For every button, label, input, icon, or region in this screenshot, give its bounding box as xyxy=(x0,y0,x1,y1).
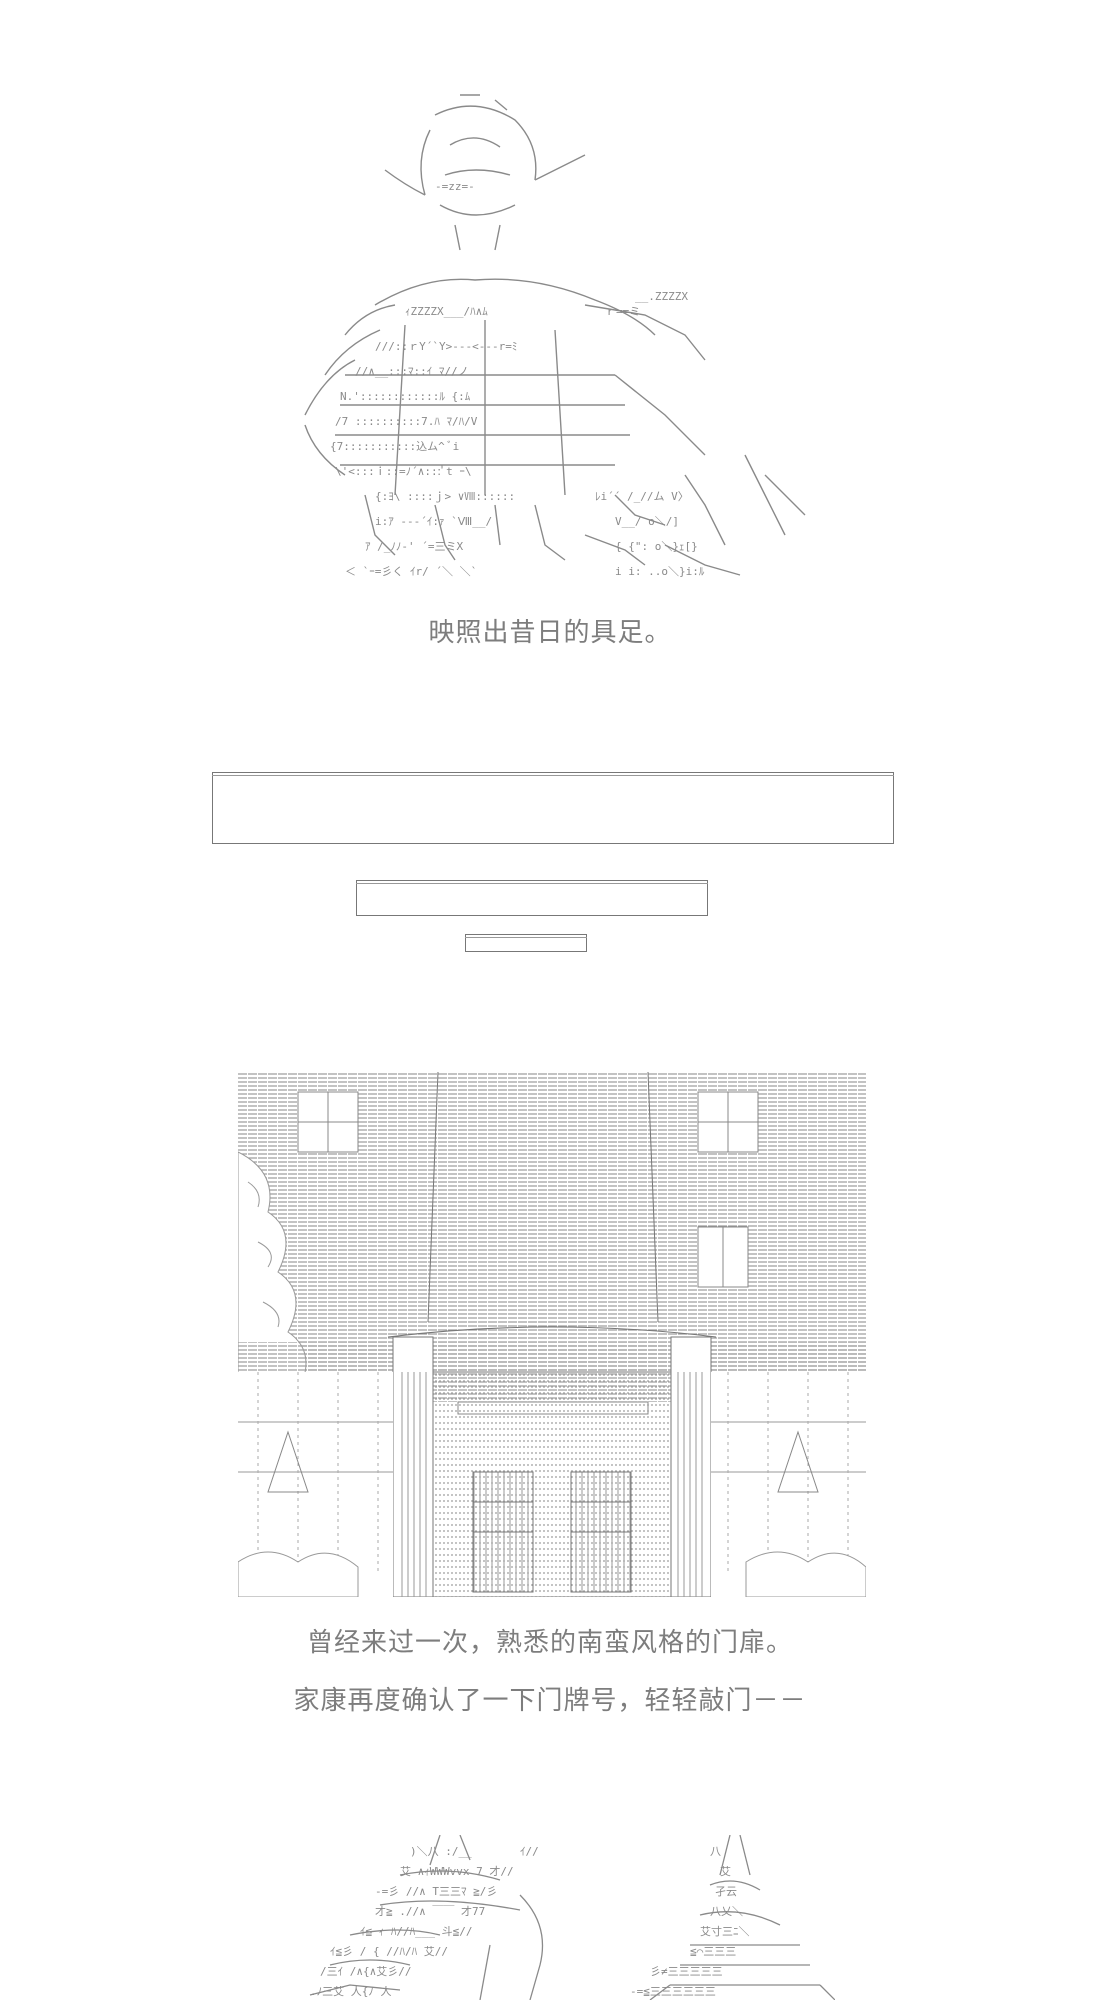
svg-text:{:ﾖ\ ::::ｊ> ∨Ⅷ::::::: {:ﾖ\ ::::ｊ> ∨Ⅷ:::::: xyxy=(375,490,515,503)
frame-box-small xyxy=(465,934,587,952)
svg-text:才≧ .//∧ ￣￣ 才77: 才≧ .//∧ ￣￣ 才77 xyxy=(375,1904,485,1918)
svg-text:__.ZZZZX: __.ZZZZX xyxy=(635,290,688,303)
svg-text:≦⌒三三三: ≦⌒三三三 xyxy=(690,1945,736,1958)
svg-text:i:ｱ ---´ｲ:ｧ `Ⅷ__/: i:ｱ ---´ｲ:ｧ `Ⅷ__/ xyxy=(375,515,492,528)
svg-text:\'<:::ｉ::=ﾉ´∧:::ﾟt ｰ\: \'<:::ｉ::=ﾉ´∧:::ﾟt ｰ\ xyxy=(335,465,472,478)
svg-text:ﾚi´´ /_//ム V〉: ﾚi´´ /_//ム V〉 xyxy=(595,490,689,503)
svg-text:ｲ//: ｲ// xyxy=(520,1845,539,1858)
svg-text:艾: 艾 xyxy=(720,1865,731,1878)
svg-text:-=zz=-: -=zz=- xyxy=(435,180,475,193)
svg-text:.ﾉ三艾 人{ﾉ 人: .ﾉ三艾 人{ﾉ 人 xyxy=(310,1985,392,1998)
svg-text:)＼八 :/__: )＼八 :/__ xyxy=(410,1845,472,1858)
svg-text:ｱ /_ﾉﾉ-' ´=三ミX: ｱ /_ﾉﾉ-' ´=三ミX xyxy=(365,540,463,553)
svg-text:-=彡 //∧ T三三ﾏ ≧/彡: -=彡 //∧ T三三ﾏ ≧/彡 xyxy=(375,1885,497,1898)
frame-box-medium xyxy=(356,880,708,916)
gate-drawing xyxy=(238,1072,866,1597)
svg-text:ｨZZZZX___/ﾊ∧ﾑ: ｨZZZZX___/ﾊ∧ﾑ xyxy=(405,305,488,318)
svg-text:八乂＼: 八乂＼ xyxy=(710,1905,743,1918)
svg-text:i i: ..o＼}i:ﾙ: i i: ..o＼}i:ﾙ xyxy=(615,565,705,578)
two-figures-art: )＼八 :/__ ｲ// 艾 ∧ｨWWWvvx 7 才// -=彡 //∧ T三… xyxy=(290,1835,835,2000)
caption-knock-line: 家康再度确认了一下门牌号，轻轻敲门－－ xyxy=(293,1686,807,1716)
svg-text:{ {": o＼}ｪ[}: { {": o＼}ｪ[} xyxy=(615,540,698,553)
svg-text:ｲ≦ ｨ ﾊ//ﾊ___ 斗≦//: ｲ≦ ｨ ﾊ//ﾊ___ 斗≦// xyxy=(360,1925,472,1938)
armor-figure-art: -=zz=- ｨZZZZX___/ﾊ∧ﾑ ｒ==ミ __.ZZZZX ///::… xyxy=(285,75,845,590)
two-figures-drawing: )＼八 :/__ ｲ// 艾 ∧ｨWWWvvx 7 才// -=彡 //∧ T三… xyxy=(309,1835,835,2000)
caption-gate-line: 曾经来过一次，熟悉的南蛮风格的门扉。 xyxy=(306,1628,793,1658)
svg-text:八: 八 xyxy=(710,1845,721,1858)
svg-text://∧__:::ﾏ::ｲ ﾏ//ノ: //∧__:::ﾏ::ｲ ﾏ//ノ xyxy=(355,365,469,378)
svg-text:-=≦三三三三三三: -=≦三三三三三三 xyxy=(630,1985,716,1998)
svg-text:艾 ∧ｨWWWvvx 7 才//: 艾 ∧ｨWWWvvx 7 才// xyxy=(400,1864,514,1878)
svg-text:N.'::::::::::::ﾙ {:ﾑ: N.'::::::::::::ﾙ {:ﾑ xyxy=(340,390,471,403)
svg-text:///::ｒY´`Y>---<---r=ﾐ: ///::ｒY´`Y>---<---r=ﾐ xyxy=(375,340,517,353)
svg-text:＜ `ｰ=彡く ｲr/ ´＼ ＼`: ＜ `ｰ=彡く ｲr/ ´＼ ＼` xyxy=(345,565,477,578)
svg-text:孑云: 孑云 xyxy=(715,1885,737,1898)
svg-text:/三ｲ /∧{∧艾彡//: /三ｲ /∧{∧艾彡// xyxy=(320,1965,411,1978)
svg-text:/7 ::::::::::7.ﾊ ﾏ/ﾊ/V: /7 ::::::::::7.ﾊ ﾏ/ﾊ/V xyxy=(335,415,478,428)
frame-box-large xyxy=(212,772,894,844)
svg-text:V__/ o＼/]: V__/ o＼/] xyxy=(615,515,679,528)
svg-text:艾寸三ﾆ＼: 艾寸三ﾆ＼ xyxy=(700,1924,750,1938)
svg-text:ｒ==ミ: ｒ==ミ xyxy=(605,305,640,318)
armor-figure-drawing: -=zz=- ｨZZZZX___/ﾊ∧ﾑ ｒ==ミ __.ZZZZX ///::… xyxy=(304,94,806,578)
svg-text:{7:::::::::::込ム^ ﾞi: {7:::::::::::込ム^ ﾞi xyxy=(330,440,459,453)
svg-text:ｲ≦彡 / { //ﾊ/ﾊ 艾//: ｲ≦彡 / { //ﾊ/ﾊ 艾// xyxy=(330,1945,448,1958)
gate-art xyxy=(238,1072,866,1597)
caption-armor-line: 映照出昔日的具足。 xyxy=(428,618,672,648)
svg-text:彡≠三三三三三: 彡≠三三三三三 xyxy=(650,1965,723,1978)
